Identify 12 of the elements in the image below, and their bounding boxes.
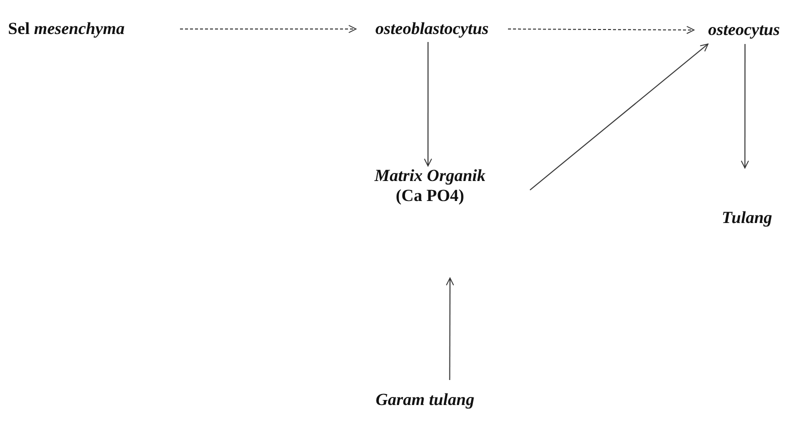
arrow (740, 44, 749, 168)
arrow (424, 42, 432, 166)
node-label: Tulang (722, 208, 772, 228)
node-label: osteoblastocytus (375, 19, 489, 39)
node-label: Sel mesenchyma (8, 19, 125, 39)
arrow (446, 278, 454, 380)
node-label: osteocytus (708, 20, 780, 40)
arrow (508, 26, 694, 34)
node-label: Garam tulang (376, 390, 474, 410)
arrow (180, 24, 356, 34)
node-label: Matrix Organik (Ca PO4) (373, 166, 486, 206)
arrow (530, 44, 708, 190)
